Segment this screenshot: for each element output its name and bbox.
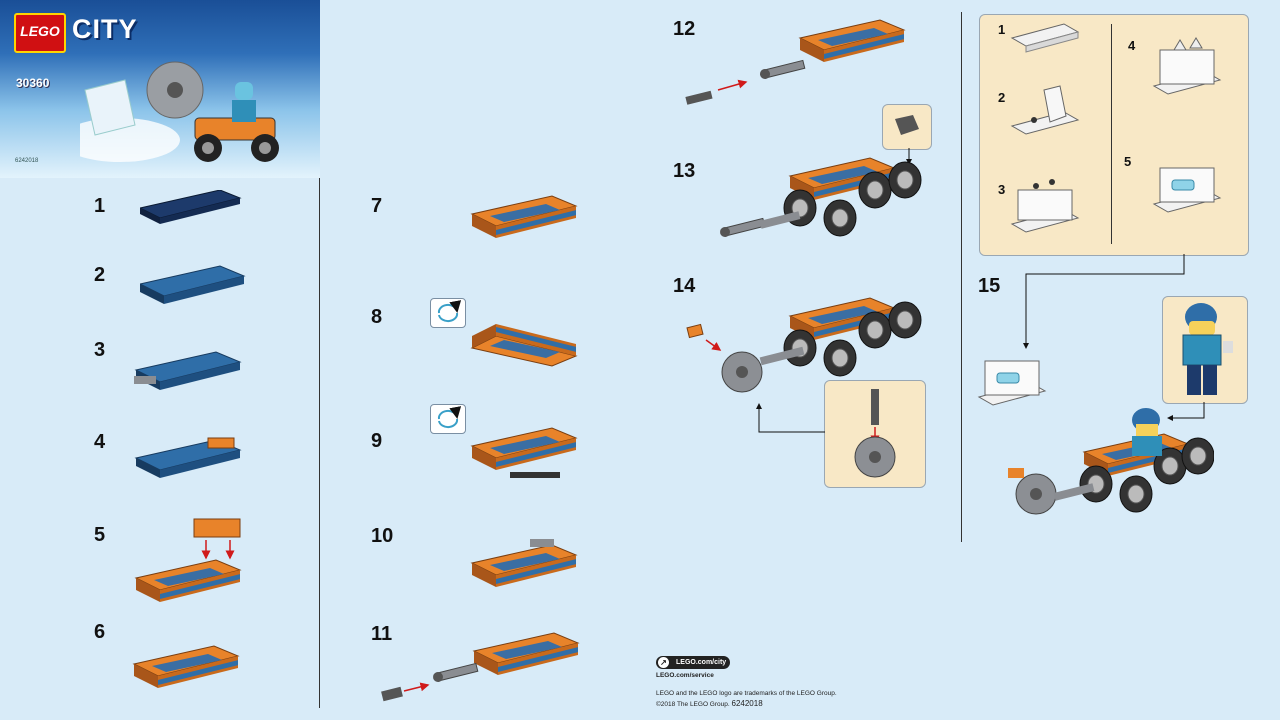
parts-callout: [882, 104, 932, 150]
step-3-illustration: [134, 351, 241, 391]
cover-code: 6242018: [15, 158, 39, 164]
step-11-illustration: [381, 632, 579, 702]
footer-code: 6242018: [731, 699, 763, 708]
step-number: 10: [371, 525, 394, 547]
rotate-model-icon: [430, 298, 466, 328]
step-number: 1: [94, 195, 106, 217]
rotate-model-icon: [430, 404, 466, 434]
saw-assembly-callout: [824, 380, 926, 488]
copyright-line: ©2018 The LEGO Group. 6242018: [656, 699, 763, 708]
sub-step-number: 3: [998, 182, 1006, 197]
sub-step-number: 5: [1124, 154, 1132, 169]
step-7-illustration: [471, 195, 577, 239]
step-number: 14: [673, 275, 696, 297]
step-number: 15: [978, 275, 1001, 297]
step-6-illustration: [133, 645, 239, 689]
step-number: 5: [94, 524, 106, 546]
step-number: 11: [371, 623, 393, 645]
theme-title: CITY: [72, 14, 138, 44]
sub-step-3-illustration: [1010, 179, 1080, 233]
step-number: 7: [371, 195, 383, 217]
trademark-text: LEGO and the LEGO logo are trademarks of…: [656, 690, 837, 697]
step-number: 13: [673, 160, 696, 182]
step-4-illustration: [135, 437, 241, 479]
sub-step-number: 1: [998, 22, 1006, 37]
step-12-illustration: [685, 19, 905, 105]
column-divider: [319, 178, 320, 708]
step-9-illustration: [471, 427, 577, 478]
step-number: 12: [673, 18, 696, 40]
minifigure-connector: [1167, 402, 1205, 421]
step-13-illustration: [718, 157, 922, 239]
sub-assembly-connector: [1023, 254, 1185, 349]
step-1-illustration: [140, 190, 241, 225]
sub-step-number: 2: [998, 90, 1006, 105]
step-number: 8: [371, 306, 383, 328]
step-10-illustration: [471, 539, 577, 588]
minifigure-callout: [1162, 296, 1248, 404]
step-14-illustration: [686, 297, 922, 393]
step-number: 3: [94, 339, 106, 361]
step-5-illustration: [135, 518, 241, 603]
final-model-illustration: [1008, 408, 1214, 515]
cover-vehicle-illustration: [80, 61, 279, 162]
column-divider: [961, 12, 962, 542]
step-8-illustration: [471, 323, 577, 367]
sub-step-2-illustration: [1010, 85, 1080, 135]
lego-logo: LEGO: [14, 13, 66, 53]
service-link[interactable]: LEGO.com/service: [656, 672, 714, 679]
sub-step-4-illustration: [1152, 37, 1222, 95]
copyright-text: ©2018 The LEGO Group.: [656, 701, 730, 708]
step-number: 4: [94, 431, 106, 453]
cover-image: LEGO CITY 30360 6242018: [0, 0, 320, 178]
arrow-link-icon: ↗: [658, 657, 669, 668]
step-15-sub-assembly: [977, 360, 1047, 406]
sub-assembly-divider: [1111, 24, 1112, 244]
sub-step-5-illustration: [1152, 167, 1222, 213]
lego-city-link[interactable]: ↗ LEGO.com/city: [656, 656, 730, 669]
sub-step-1-illustration: [1010, 23, 1080, 53]
link-label: LEGO.com/city: [676, 659, 727, 666]
step-2-illustration: [140, 265, 245, 305]
callout-connector: [756, 403, 825, 433]
step-number: 6: [94, 621, 106, 643]
set-number: 30360: [16, 76, 50, 90]
step-number: 9: [371, 430, 383, 452]
sub-step-number: 4: [1128, 38, 1136, 53]
step-number: 2: [94, 264, 106, 286]
callout-arrow: [906, 148, 912, 165]
